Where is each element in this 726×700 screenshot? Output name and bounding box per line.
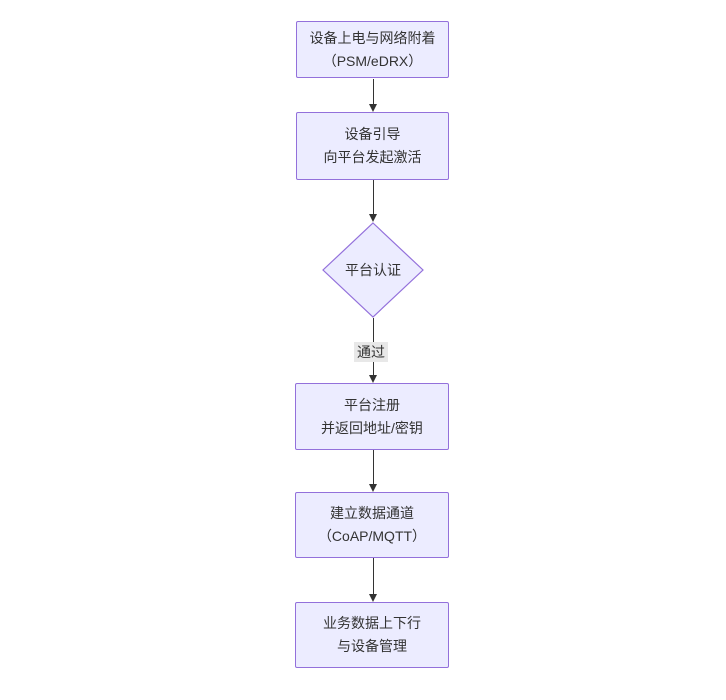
- flowchart-node-register: 平台注册 并返回地址/密钥: [295, 383, 449, 450]
- flowchart-node-data-channel: 建立数据通道 （CoAP/MQTT）: [295, 492, 449, 558]
- arrow-shaft: [373, 79, 374, 105]
- edge-label-pass: 通过: [354, 342, 388, 362]
- arrowhead-icon: [369, 104, 377, 112]
- arrowhead-icon: [369, 594, 377, 602]
- arrowhead-icon: [369, 375, 377, 383]
- node-text-line: （CoAP/MQTT）: [317, 528, 427, 544]
- node-text-line: 业务数据上下行: [323, 615, 421, 631]
- flowchart-node-power-attach: 设备上电与网络附着 （PSM/eDRX）: [296, 21, 449, 78]
- node-text-line: 平台认证: [345, 262, 401, 278]
- node-text-line: 向平台发起激活: [323, 149, 422, 165]
- node-text-line: 平台注册: [344, 396, 400, 413]
- flowchart-node-platform-auth: 平台认证: [322, 222, 424, 318]
- arrowhead-icon: [369, 214, 377, 222]
- arrow-bootstrap-to-auth: [368, 180, 378, 222]
- node-text-line: 设备上电与网络附着: [309, 29, 436, 46]
- arrow-channel-to-business: [368, 558, 378, 602]
- arrow-shaft: [373, 180, 374, 215]
- arrow-register-to-channel: [368, 450, 378, 492]
- arrow-shaft: [373, 450, 374, 485]
- flowchart-node-bootstrap: 设备引导 向平台发起激活: [296, 112, 449, 180]
- node-text-line: 与设备管理: [337, 638, 407, 654]
- arrow-shaft: [373, 558, 374, 595]
- node-text-line: 并返回地址/密钥: [321, 419, 423, 436]
- flowchart-node-business-data: 业务数据上下行 与设备管理: [295, 602, 449, 668]
- node-text-line: （PSM/eDRX）: [322, 52, 423, 69]
- node-text-line: 建立数据通道: [330, 505, 414, 521]
- diamond-shape-icon: [322, 222, 424, 318]
- arrowhead-icon: [369, 484, 377, 492]
- node-text-line: 设备引导: [344, 126, 401, 142]
- arrow-power-to-bootstrap: [368, 79, 378, 112]
